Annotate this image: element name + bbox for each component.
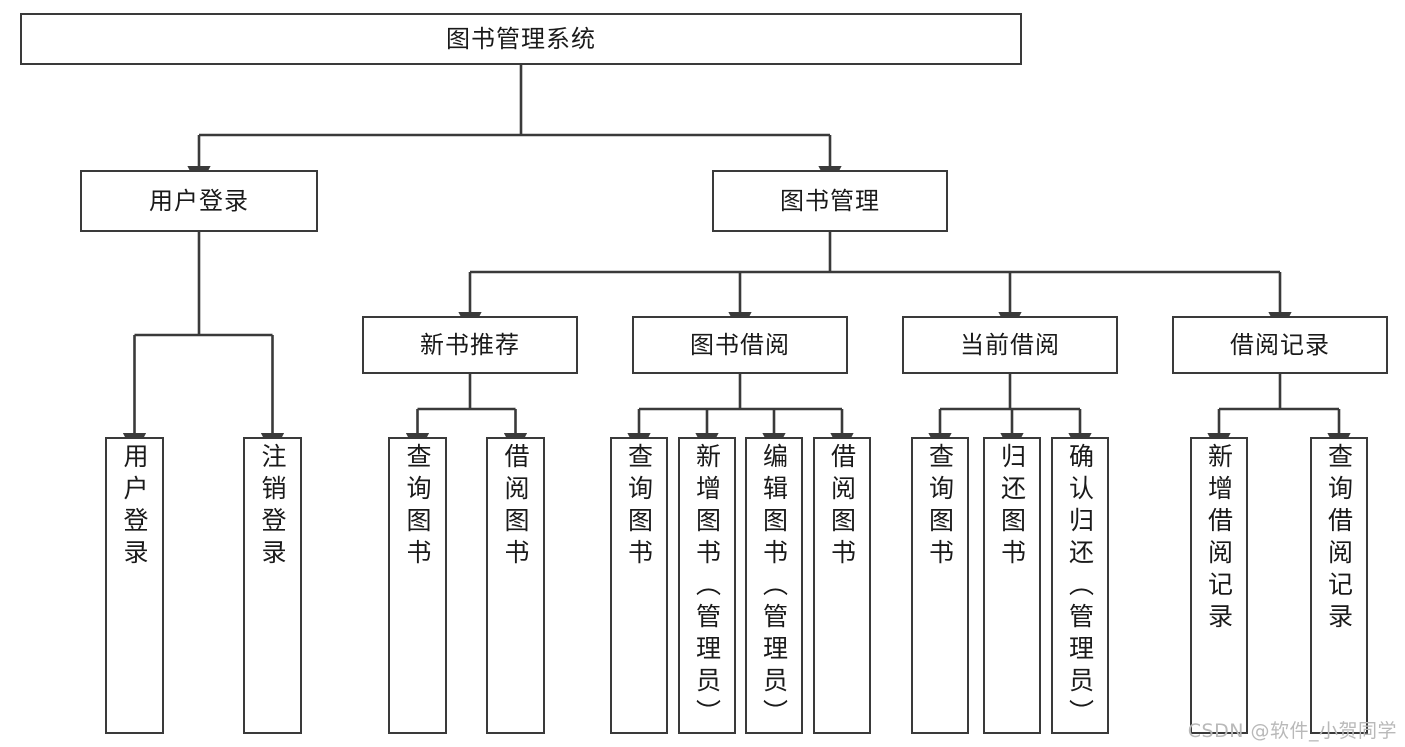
leaf-query-book[interactable]: 查询图书 [610, 437, 668, 734]
leaf-query-book-rec-label: 查询图书 [403, 443, 432, 571]
connector-lines [122, 65, 1351, 455]
leaf-confirm-return-admin-label: 确认归还（管理员） [1065, 443, 1095, 731]
node-root[interactable]: 图书管理系统 [20, 13, 1022, 65]
node-borrow-record-label: 借阅记录 [1230, 331, 1330, 359]
node-book-management-label: 图书管理 [780, 187, 880, 215]
leaf-edit-book-admin[interactable]: 编辑图书（管理员） [745, 437, 803, 734]
node-book-management[interactable]: 图书管理 [712, 170, 948, 232]
leaf-query-borrow-record[interactable]: 查询借阅记录 [1310, 437, 1368, 734]
leaf-query-book-label: 查询图书 [624, 443, 654, 571]
leaf-add-book-admin-label: 新增图书（管理员） [692, 443, 722, 731]
node-borrow-record[interactable]: 借阅记录 [1172, 316, 1388, 374]
leaf-query-book-current-label: 查询图书 [925, 443, 955, 571]
leaf-user-login[interactable]: 用户登录 [105, 437, 164, 734]
node-book-borrow-label: 图书借阅 [690, 331, 790, 359]
leaf-borrow-book-label: 借阅图书 [827, 443, 857, 571]
node-new-book-recommend[interactable]: 新书推荐 [362, 316, 578, 374]
node-user-login[interactable]: 用户登录 [80, 170, 318, 232]
leaf-query-book-current[interactable]: 查询图书 [911, 437, 969, 734]
node-current-borrow-label: 当前借阅 [960, 331, 1060, 359]
leaf-logout-label: 注销登录 [258, 443, 287, 571]
leaf-logout[interactable]: 注销登录 [243, 437, 302, 734]
node-current-borrow[interactable]: 当前借阅 [902, 316, 1118, 374]
leaf-add-book-admin[interactable]: 新增图书（管理员） [678, 437, 736, 734]
leaf-borrow-book-rec-label: 借阅图书 [501, 443, 530, 571]
node-new-book-recommend-label: 新书推荐 [420, 331, 520, 359]
leaf-add-borrow-record-label: 新增借阅记录 [1204, 443, 1234, 635]
leaf-borrow-book-rec[interactable]: 借阅图书 [486, 437, 545, 734]
node-root-label: 图书管理系统 [446, 25, 596, 53]
leaf-return-book-label: 归还图书 [997, 443, 1027, 571]
leaf-borrow-book[interactable]: 借阅图书 [813, 437, 871, 734]
node-book-borrow[interactable]: 图书借阅 [632, 316, 848, 374]
leaf-add-borrow-record[interactable]: 新增借阅记录 [1190, 437, 1248, 734]
node-user-login-label: 用户登录 [149, 187, 249, 215]
leaf-query-book-rec[interactable]: 查询图书 [388, 437, 447, 734]
leaf-confirm-return-admin[interactable]: 确认归还（管理员） [1051, 437, 1109, 734]
leaf-query-borrow-record-label: 查询借阅记录 [1324, 443, 1354, 635]
leaf-user-login-label: 用户登录 [120, 443, 149, 571]
leaf-return-book[interactable]: 归还图书 [983, 437, 1041, 734]
leaf-edit-book-admin-label: 编辑图书（管理员） [759, 443, 789, 731]
